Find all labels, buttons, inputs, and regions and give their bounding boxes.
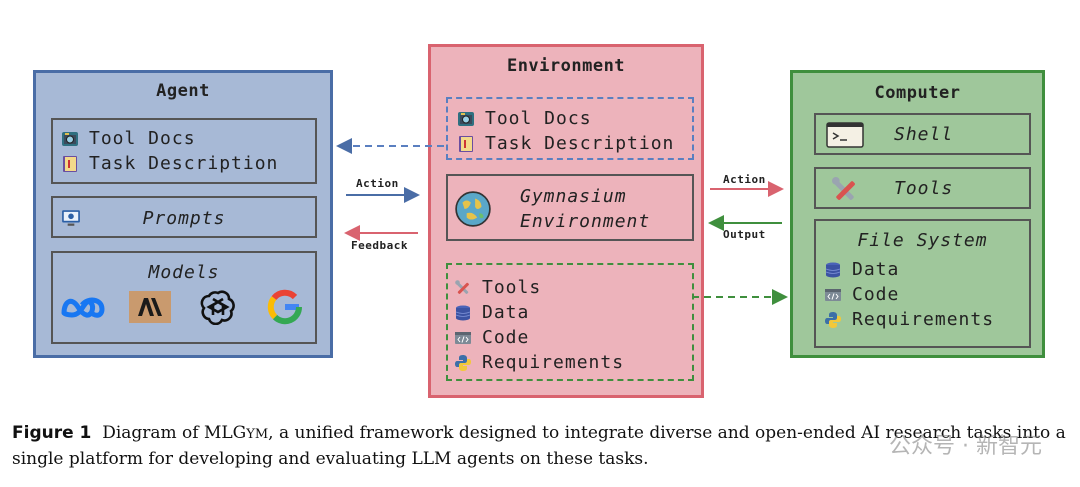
file-system-box: File System Data Code Requirements — [814, 219, 1031, 348]
figure-caption: Figure 1 Diagram of MLGym, a unified fra… — [12, 421, 1072, 472]
agent-prompts-box: Prompts — [51, 196, 317, 238]
agent-context-box: Tool Docs Task Description — [51, 118, 317, 184]
computer-title: Computer — [874, 83, 961, 103]
environment-title: Environment — [506, 56, 626, 76]
agent-tool-docs-item: Tool Docs — [61, 126, 315, 151]
agent-action-label: Action — [356, 177, 399, 190]
watermark: 公众号 · 新智元 — [889, 434, 1042, 459]
gymnasium-line2: Environment — [520, 211, 651, 232]
agent-task-description-label: Task Description — [89, 153, 279, 174]
fs-data-item: Data — [824, 257, 994, 282]
computer-tools-box: Tools — [814, 167, 1031, 209]
gymnasium-line1: Gymnasium — [520, 186, 627, 207]
agent-title: Agent — [156, 81, 210, 101]
env-code-label: Code — [482, 327, 530, 348]
environment-resources-box: Tools Data Code Requirements — [446, 263, 694, 381]
computer-panel: Computer Shell Tools File System Data Co… — [790, 70, 1045, 358]
env-requirements-item: Requirements — [454, 350, 692, 375]
computer-output-label: Output — [723, 228, 766, 241]
caption-part1: Diagram of MLG — [102, 423, 247, 443]
anthropic-logo-icon — [126, 289, 174, 325]
computer-action-label: Action — [723, 173, 766, 186]
openai-logo-icon — [194, 289, 242, 325]
env-tools-item: Tools — [454, 275, 692, 300]
shell-label: Shell — [894, 124, 954, 145]
fs-code-item: Code — [824, 282, 994, 307]
fs-data-label: Data — [852, 259, 900, 280]
meta-logo-icon — [59, 289, 107, 325]
fs-requirements-label: Requirements — [852, 309, 995, 330]
env-data-item: Data — [454, 300, 692, 325]
model-logos — [59, 289, 309, 325]
agent-tool-docs-label: Tool Docs — [89, 128, 196, 149]
env-tool-docs-item: Tool Docs — [457, 106, 692, 131]
env-task-description-label: Task Description — [485, 133, 675, 154]
env-task-description-item: Task Description — [457, 131, 692, 156]
env-requirements-label: Requirements — [482, 352, 625, 373]
fs-requirements-item: Requirements — [824, 307, 994, 332]
agent-panel: Agent Tool Docs Task Description Prompts… — [33, 70, 333, 358]
agent-models-box: Models — [51, 251, 317, 344]
file-system-list: Data Code Requirements — [824, 257, 994, 332]
arrows-layer — [336, 138, 788, 305]
agent-models-label: Models — [148, 262, 220, 283]
fs-code-label: Code — [852, 284, 900, 305]
caption-part2: , a unified framework designed to integr… — [12, 423, 1066, 469]
gymnasium-box: Gymnasium Environment — [446, 174, 694, 241]
environment-panel: Environment Tool Docs Task Description G… — [428, 44, 704, 398]
caption-smallcaps: ym — [246, 427, 269, 442]
figure-number: Figure 1 — [12, 423, 92, 443]
env-tool-docs-label: Tool Docs — [485, 108, 592, 129]
env-code-item: Code — [454, 325, 692, 350]
agent-feedback-label: Feedback — [351, 239, 408, 252]
agent-prompts-label: Prompts — [142, 208, 226, 229]
env-data-label: Data — [482, 302, 530, 323]
environment-docs-box: Tool Docs Task Description — [446, 97, 694, 160]
file-system-title: File System — [857, 230, 988, 251]
shell-box: Shell — [814, 113, 1031, 155]
agent-task-description-item: Task Description — [61, 151, 315, 176]
google-logo-icon — [261, 289, 309, 325]
terminal-icon — [826, 122, 864, 148]
env-tools-label: Tools — [482, 277, 542, 298]
computer-tools-label: Tools — [894, 178, 954, 199]
